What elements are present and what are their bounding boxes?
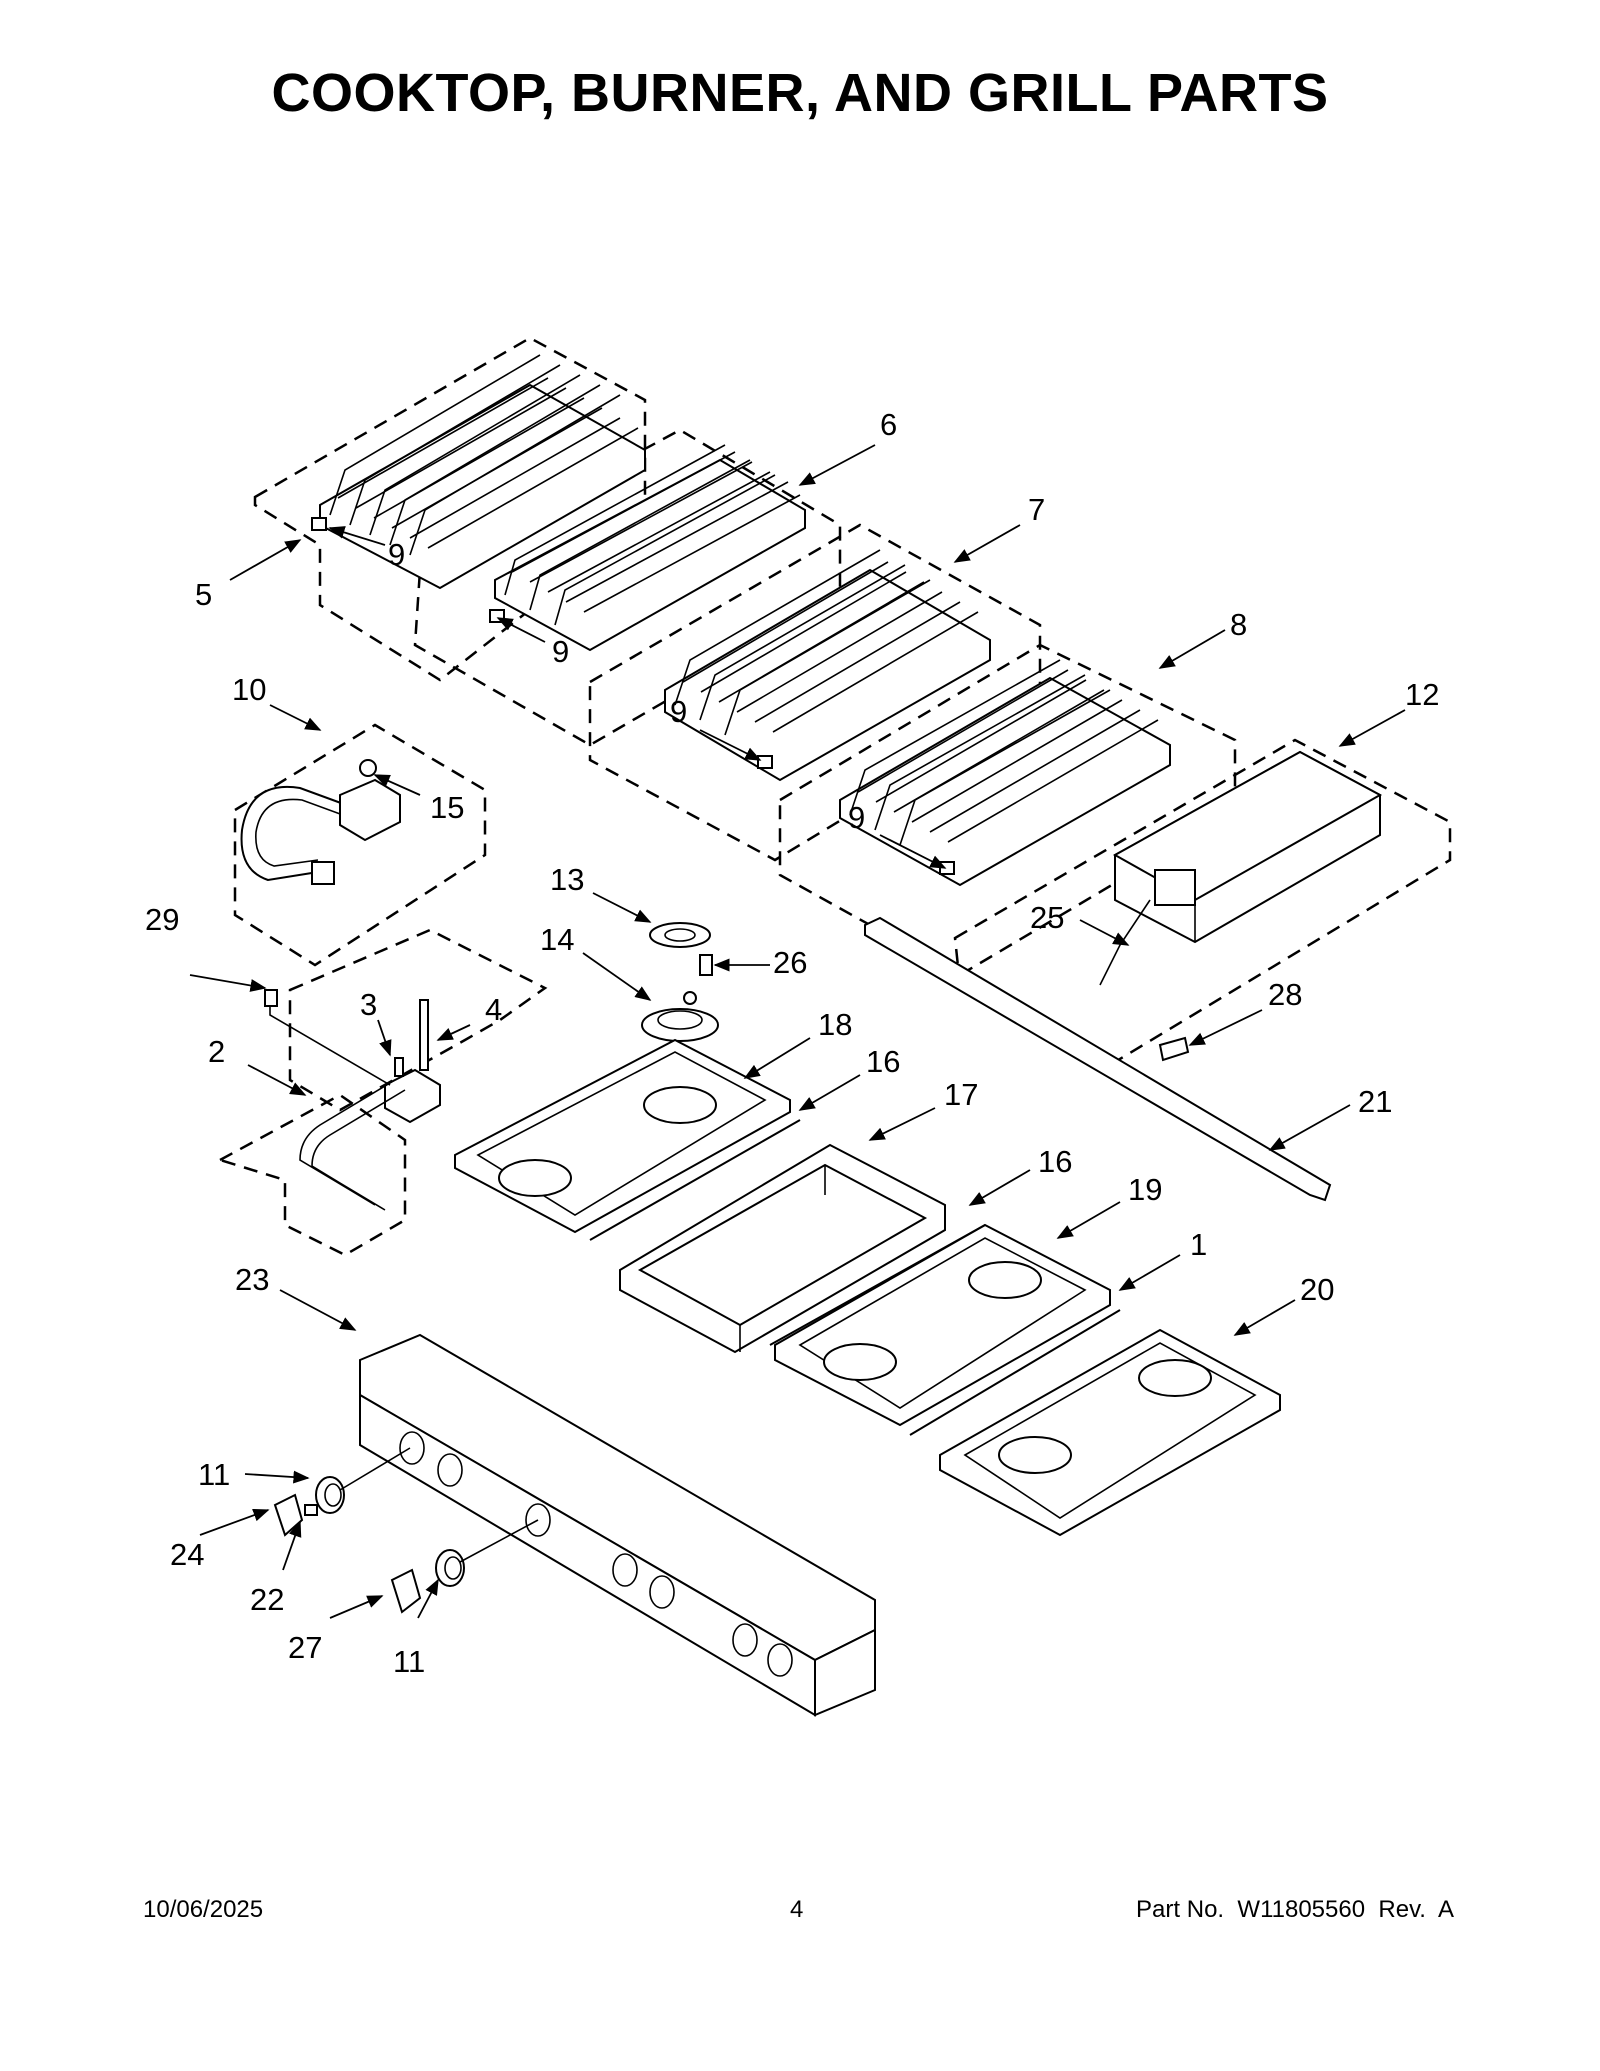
callout-18: 18 <box>818 1007 852 1042</box>
callout-9: 9 <box>388 537 405 572</box>
callout-10: 10 <box>232 672 266 707</box>
callout-11: 11 <box>393 1644 425 1679</box>
callout-14: 14 <box>540 922 574 957</box>
callout-17: 17 <box>944 1077 978 1112</box>
callout-23: 23 <box>235 1262 269 1297</box>
callout-22: 22 <box>250 1582 284 1617</box>
callout-28: 28 <box>1268 977 1302 1012</box>
callout-24: 24 <box>170 1537 204 1572</box>
footer-date: 10/06/2025 <box>143 1896 264 1923</box>
grate-center-right-group-box <box>588 523 1042 862</box>
callout-21: 21 <box>1358 1084 1392 1119</box>
gas-tube-assembly <box>240 759 401 885</box>
callout-13: 13 <box>550 862 584 897</box>
callout-1: 1 <box>1190 1227 1207 1262</box>
callout-15: 15 <box>430 790 464 825</box>
callout-2: 2 <box>208 1034 225 1069</box>
trim-strip <box>864 916 1332 1202</box>
callout-11: 11 <box>198 1457 230 1492</box>
burner-head <box>641 991 719 1042</box>
callout-9: 9 <box>848 800 865 835</box>
callout-9: 9 <box>552 634 569 669</box>
callout-12: 12 <box>1405 677 1439 712</box>
callout-7: 7 <box>1028 492 1045 527</box>
valve-assembly <box>264 989 441 1211</box>
callout-leaders <box>189 444 1406 1619</box>
callout-26: 26 <box>773 945 807 980</box>
grate-right-group-box <box>778 643 1237 977</box>
callout-3: 3 <box>360 987 377 1022</box>
grate-right <box>839 659 1171 887</box>
burner-base-left <box>454 1038 791 1234</box>
callout-8: 8 <box>1230 607 1247 642</box>
callout-29: 29 <box>145 902 179 937</box>
bezel-lower <box>435 1549 465 1587</box>
callout-25: 25 <box>1030 900 1064 935</box>
burner-base-right <box>939 1328 1281 1537</box>
callout-9: 9 <box>670 694 687 729</box>
bezel-upper <box>315 1476 345 1514</box>
alignment-lines <box>339 1447 539 1563</box>
footer-part-number: Part No. W11805560 Rev. A <box>1136 1896 1454 1923</box>
grate-center-left <box>489 444 806 652</box>
valve-group-upper-box <box>288 928 548 1112</box>
knob-upper <box>273 1493 318 1537</box>
callout-5: 5 <box>195 577 212 612</box>
griddle-assembly <box>1099 750 1383 986</box>
grate-center-right <box>664 549 991 782</box>
callout-16: 16 <box>866 1044 900 1079</box>
burner-cap <box>649 922 711 948</box>
callout-6: 6 <box>880 407 897 442</box>
gas-tube-group-box <box>233 723 487 967</box>
trim-screw <box>1158 1036 1190 1062</box>
gasket-strips <box>589 1119 1121 1436</box>
callout-16: 16 <box>1038 1144 1072 1179</box>
callout-19: 19 <box>1128 1172 1162 1207</box>
grill-box <box>619 1143 946 1354</box>
grate-left-group-box <box>253 336 647 682</box>
grate-left <box>311 354 646 590</box>
callout-4: 4 <box>485 992 502 1027</box>
knob-lower <box>390 1568 422 1614</box>
footer-page-number: 4 <box>790 1896 804 1923</box>
valve-group-lower-box <box>216 1093 407 1257</box>
control-panel <box>359 1333 876 1717</box>
page-title: COOKTOP, BURNER, AND GRILL PARTS <box>271 63 1329 123</box>
callout-20: 20 <box>1300 1272 1334 1307</box>
burner-screw <box>699 954 713 976</box>
callout-labels: 6 7 5 9 9 9 9 8 10 12 15 13 14 26 25 29 … <box>145 407 1439 1679</box>
callout-27: 27 <box>288 1630 322 1665</box>
